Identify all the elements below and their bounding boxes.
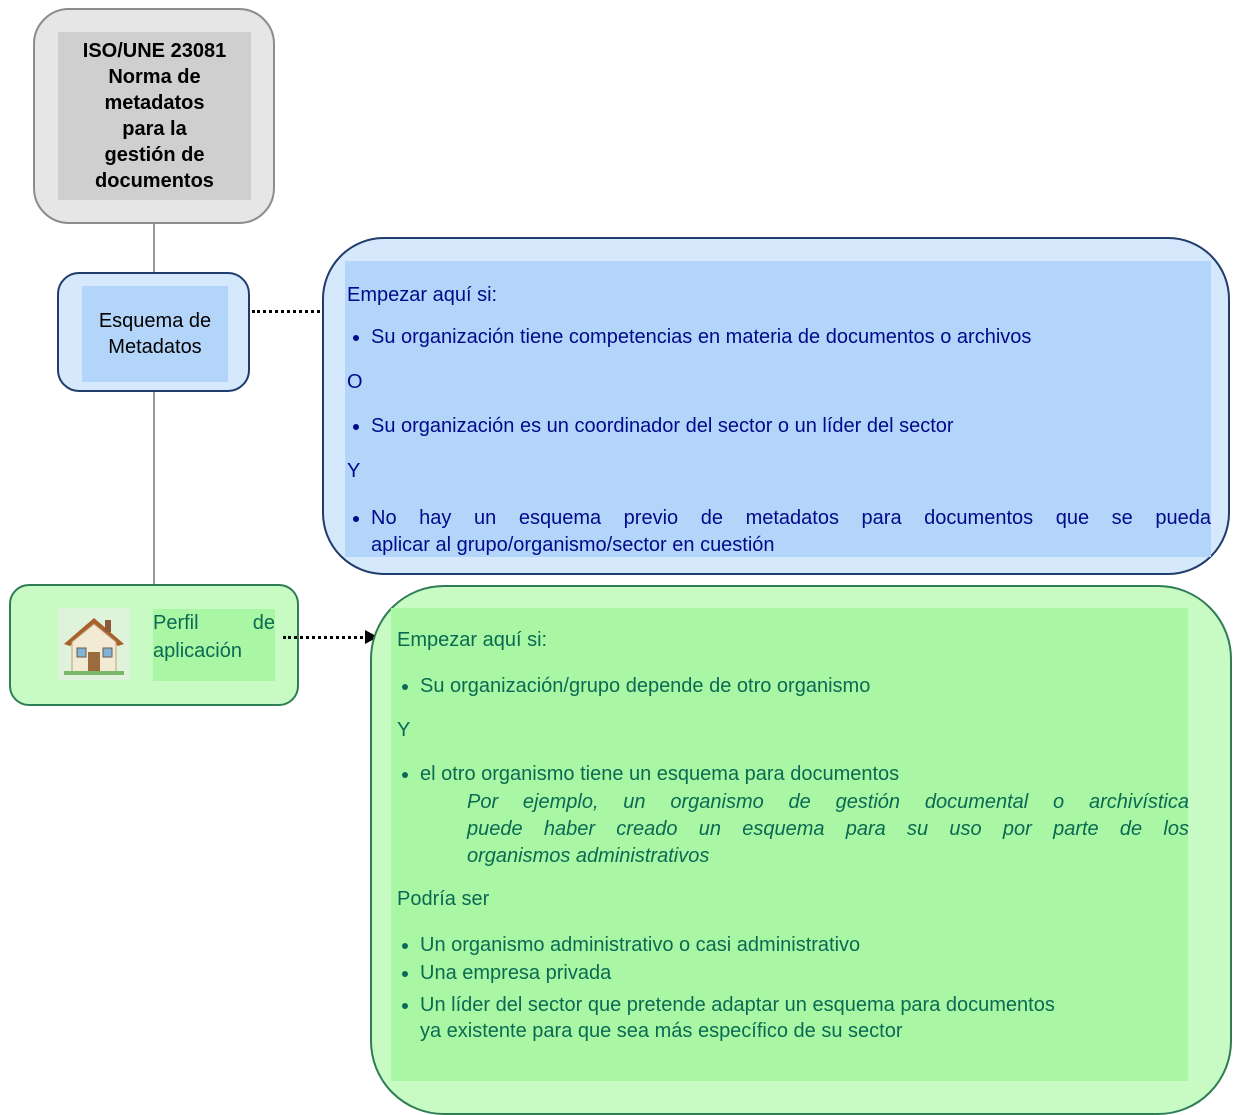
green-list-item: Un líder del sector que pretende adaptar… (402, 994, 1055, 1016)
blue-connector-o: O (347, 371, 363, 393)
blue-bullet-3-line-1: No hay un esquema previo de metadatos pa… (353, 507, 1211, 529)
blue-connector-y: Y (347, 460, 361, 482)
connector-root-schema (153, 224, 155, 272)
root-line: gestión de (104, 144, 205, 166)
blue-bullet-1: Su organización tiene competencias en ma… (352, 326, 1032, 348)
root-node-label: ISO/UNE 23081 Norma de metadatos para la… (58, 32, 251, 200)
root-line: ISO/UNE 23081 (82, 40, 227, 62)
blue-heading: Empezar aquí si: (347, 284, 498, 306)
profile-word-1: Perfil (153, 612, 199, 634)
green-heading: Empezar aquí si: (397, 629, 548, 651)
green-connector-y: Y (397, 719, 411, 741)
blue-bullet-3-line-2: aplicar al grupo/organismo/sector en cue… (371, 534, 775, 556)
house-icon (58, 608, 130, 680)
green-example-line-3: organismos administrativos (467, 845, 710, 867)
green-list-item: Un organismo administrativo o casi admin… (401, 934, 861, 956)
green-could-be: Podría ser (397, 888, 490, 910)
profile-line-2: aplicación (153, 640, 242, 662)
schema-criteria-body (345, 261, 1211, 557)
green-bullet-2: el otro organismo tiene un esquema para … (401, 763, 900, 785)
root-line: para la (122, 118, 187, 140)
green-bullet-1: Su organización/grupo depende de otro or… (401, 675, 871, 697)
green-list-item: Una empresa privada (401, 962, 612, 984)
profile-word-2: de (252, 612, 275, 634)
schema-node-label: Esquema de Metadatos (82, 286, 228, 382)
profile-node-label: Perfil de aplicación (153, 609, 275, 681)
schema-line: Metadatos (108, 336, 202, 358)
arrow-schema-to-blue (252, 310, 332, 313)
connector-schema-profile (153, 392, 155, 584)
profile-criteria-body (391, 608, 1188, 1081)
green-list-item-continuation: ya existente para que sea más específico… (420, 1020, 903, 1042)
blue-bullet-2: Su organización es un coordinador del se… (353, 415, 954, 437)
green-example-line-1: Por ejemplo, un organismo de gestión doc… (467, 791, 1189, 813)
schema-line: Esquema de (98, 310, 212, 332)
root-line: documentos (95, 170, 214, 192)
root-line: metadatos (104, 92, 205, 114)
arrow-profile-to-green (283, 636, 369, 639)
green-example-line-2: puede haber creado un esquema para su us… (467, 818, 1189, 840)
root-line: Norma de (108, 66, 201, 88)
